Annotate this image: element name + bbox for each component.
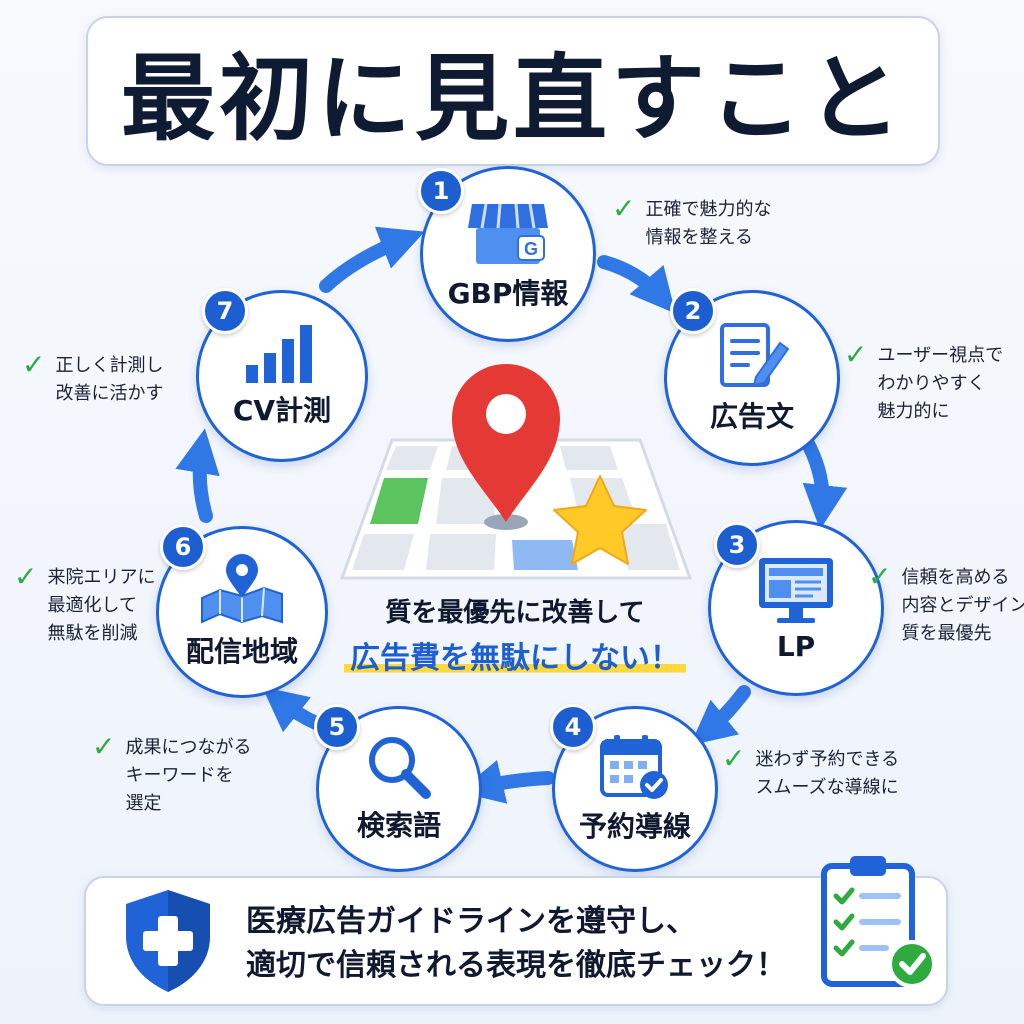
arrow-3-to-4 [690,685,751,746]
check-icon: ✓ [92,730,116,763]
step-badge: 3 [714,522,760,568]
star-icon [553,475,647,565]
step-label: CV計測 [232,394,332,427]
location-pin-icon [452,364,560,530]
note-search-terms: ✓ 成果につながるキーワードを選定 [92,730,252,815]
check-icon: ✓ [612,192,636,225]
center-line-1: 質を最優先に改善して [385,598,645,628]
cycle-arrows [175,226,848,804]
document-pencil-icon [720,323,790,387]
footer-box: 医療広告ガイドラインを遵守し、 適切で信頼される表現を徹底チェック！ [84,856,948,1006]
check-icon: ✓ [844,338,868,371]
step-badge: 4 [550,704,596,750]
step-badge: 1 [418,168,464,214]
title-box: 最初に見直すこと [86,16,940,166]
note-cv-measurement: ✓ 正しく計測し改善に活かす [22,348,164,405]
note-ad-copy: ✓ ユーザー視点でわかりやすく魅力的に [844,338,1004,423]
storefront-icon: G [468,203,548,264]
check-icon: ✓ [868,560,892,593]
calendar-check-icon [600,735,668,799]
step-node-search-terms: 検索語 [316,706,482,872]
check-icon: ✓ [722,742,746,775]
note-delivery-area: ✓ 来院エリアに最適化して無駄を削減 [14,560,156,645]
arrow-6-to-7 [175,428,220,523]
clipboard-checklist-icon [821,856,936,988]
step-label: 予約導線 [578,810,691,843]
center-message: 質を最優先に改善して 広告費を無駄にしない！ [340,592,690,677]
step-label: GBP情報 [447,277,569,310]
arrow-2-to-3 [799,433,848,530]
page-title: 最初に見直すこと [120,45,905,154]
magnifier-icon [369,737,431,799]
note-gbp: ✓ 正確で魅力的な情報を整える [612,192,772,249]
shield-cross-icon [126,890,210,992]
step-label: 広告文 [709,400,794,433]
step-badge: 6 [160,524,206,570]
center-line-2: 広告費を無駄にしない！ [344,633,686,677]
arrow-7-to-1 [319,226,425,293]
step-badge: 2 [670,288,716,334]
note-booking-flow: ✓ 迷わず予約できるスムーズな導線に [722,742,900,799]
footer-line-2: 適切で信頼される表現を徹底チェック！ [246,948,786,983]
arrow-1-to-2 [597,255,676,314]
monitor-icon [759,557,833,623]
check-icon: ✓ [14,560,38,593]
step-label: LP [776,629,816,663]
step-badge: 7 [202,288,248,334]
step-badge: 5 [314,704,360,750]
bar-chart-icon [246,325,312,383]
step-label: 配信地域 [185,635,298,668]
footer-line-1: 医療広告ガイドラインを遵守し、 [246,904,696,939]
step-label: 検索語 [356,809,441,842]
arrow-4-to-5 [458,760,555,804]
map-pin-icon [201,554,283,624]
check-icon: ✓ [22,348,46,381]
arrow-5-to-6 [262,686,325,733]
note-lp: ✓ 信頼を高める内容とデザインで質を最優先 [868,560,1024,645]
svg-text:G: G [524,239,538,259]
